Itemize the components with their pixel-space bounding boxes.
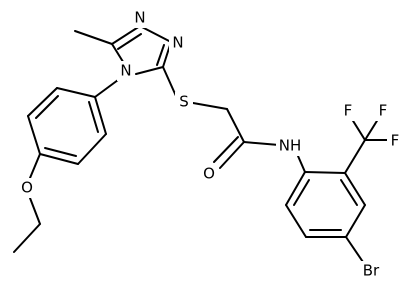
bond-c5-n1-double — [117, 33, 142, 50]
bond-c3-n4 — [135, 66, 164, 75]
bond-ar-c3-c4 — [345, 204, 366, 238]
bond-ring-br — [345, 236, 364, 263]
atom-o-ether-label: O — [21, 179, 33, 197]
bond-ring-cf3 — [344, 139, 366, 174]
atom-s-label: S — [179, 93, 189, 111]
bond-n4-phenyl — [94, 79, 119, 98]
bond-ph-inner-1 — [35, 95, 59, 119]
bond-ch2-ch3 — [13, 223, 41, 253]
atom-label-layer: N N N S O NH O F — [18, 8, 403, 281]
bond-carbonyl-nh — [243, 141, 280, 146]
bond-s-ch2 — [192, 102, 228, 110]
bond-ph-inner-2 — [44, 147, 77, 157]
atom-n-top: N — [131, 8, 149, 28]
bond-ph-c5-c6 — [77, 133, 107, 165]
bond-ar-c2-c3 — [344, 172, 366, 206]
atom-o-carbonyl: O — [200, 164, 218, 184]
bond-ph-o — [29, 153, 41, 179]
bond-ar-inner-1 — [340, 179, 358, 206]
bond-ph-inner-3 — [88, 101, 99, 133]
bond-ph-c4-c5 — [39, 153, 79, 165]
bond-ph-c6-c1 — [94, 96, 107, 135]
atom-f-top-left-label: F — [344, 102, 353, 120]
atom-nh-label: NH — [279, 137, 302, 155]
bond-layer — [13, 25, 389, 263]
bond-ar-c1-c2 — [304, 171, 346, 174]
atom-s: S — [175, 92, 193, 112]
bond-ph-c1-c2 — [56, 87, 96, 98]
bond-carbonyl-o — [219, 141, 245, 169]
bond-nh-ring — [297, 155, 306, 173]
atom-f-top-left: F — [340, 101, 356, 121]
bond-ar-c6-c1 — [285, 171, 306, 206]
atom-n-top-label: N — [134, 9, 145, 27]
atom-f-top-right: F — [375, 101, 391, 121]
bond-ch2-carbonyl — [226, 108, 245, 143]
bond-ar-c5-c6 — [285, 204, 307, 238]
atom-f-right-label: F — [391, 132, 400, 150]
atom-br-label: Br — [363, 262, 380, 280]
bond-ph-c3-c4 — [27, 115, 41, 155]
bond-o-ch2 — [29, 197, 41, 225]
bond-n2-c3-double — [156, 44, 165, 66]
atom-n-ring-label: N — [120, 62, 131, 80]
bond-carbonyl-o-double — [213, 136, 239, 163]
bond-n1-n2 — [139, 25, 172, 43]
atom-n-right: N — [169, 33, 187, 53]
atom-o-carbonyl-label: O — [203, 165, 215, 183]
bond-ar-inner-3 — [293, 179, 310, 206]
atom-n-right-label: N — [172, 34, 183, 52]
bond-c5-methyl — [74, 30, 113, 45]
atom-nh: NH — [276, 136, 304, 156]
bond-c5-n1 — [111, 25, 141, 45]
atom-f-right: F — [387, 131, 403, 151]
atom-br: Br — [357, 261, 385, 281]
bond-ph-c2-c3 — [27, 87, 58, 117]
atom-o-ether: O — [18, 178, 36, 198]
atom-f-top-right-label: F — [379, 102, 388, 120]
atom-n-ring: N — [117, 61, 135, 81]
bond-c3-s — [162, 66, 177, 97]
